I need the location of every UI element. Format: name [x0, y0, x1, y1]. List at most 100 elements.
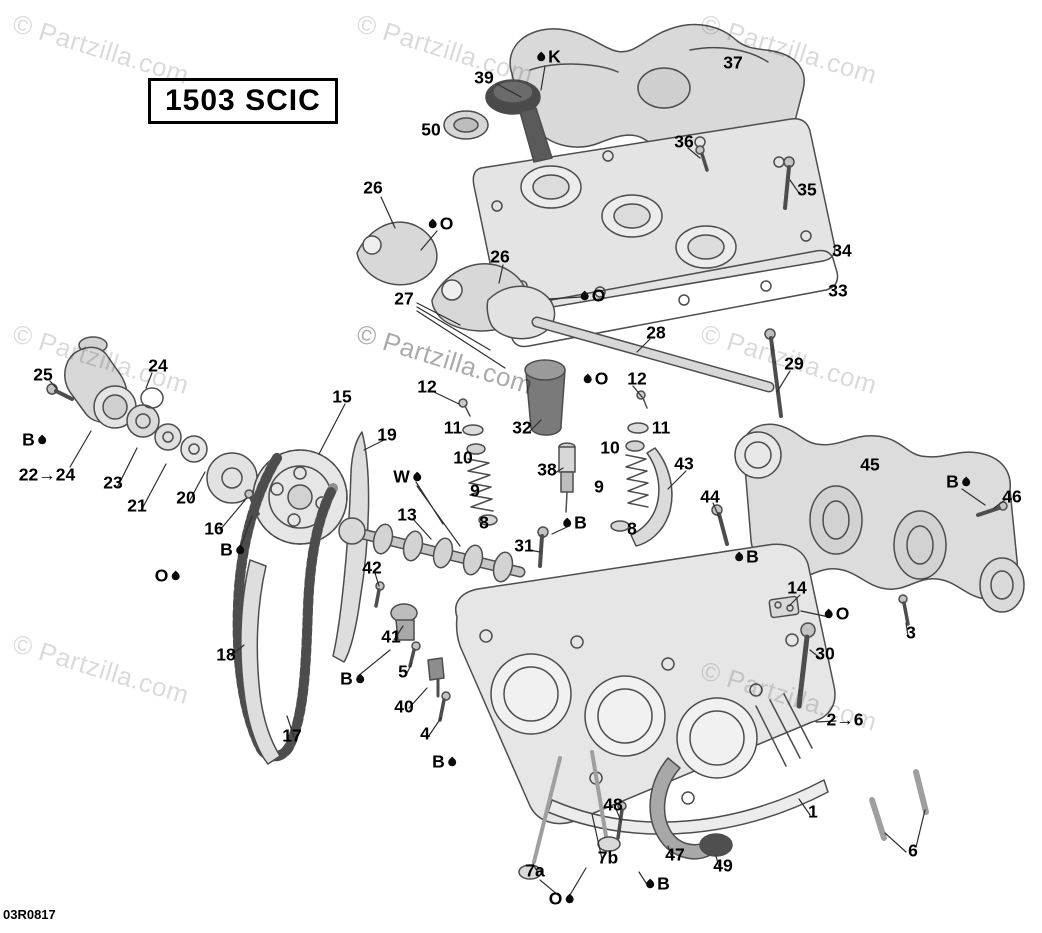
part-number: 39 [474, 67, 494, 88]
part-number: 6 [908, 840, 918, 861]
part-number: 33 [828, 280, 848, 301]
part-callout-b: B [220, 541, 246, 559]
part-number: 24 [148, 355, 168, 376]
part-number: B [946, 471, 959, 492]
part-callout-o: O [154, 565, 181, 586]
cylinder-head-illustration [455, 543, 836, 835]
studs-6-illustration [869, 769, 929, 841]
part-number: 44 [700, 486, 720, 507]
lubricant-drop-icon [644, 878, 656, 890]
part-callout-w: W [393, 468, 423, 486]
valve-cover-illustration [472, 118, 836, 315]
part-callout-26: 26 [363, 179, 382, 197]
part-number: O [594, 368, 609, 389]
lubricant-drop-icon [169, 570, 181, 582]
part-callout-10: 10 [453, 449, 472, 467]
part-callout-8: 8 [627, 520, 637, 538]
rocker-shaft-illustration [531, 316, 775, 393]
part-number: 18 [216, 644, 236, 665]
part-callout-15: 15 [332, 388, 351, 406]
part-callout-44: 44 [700, 488, 719, 506]
part-number: 2→6 [826, 709, 864, 730]
part-number: 17 [282, 725, 302, 746]
part-callout-45: 45 [860, 456, 879, 474]
part-number: 42 [362, 557, 382, 578]
part-callout-46: 46 [1002, 488, 1021, 506]
part-callout-12: 12 [417, 378, 436, 396]
part-callout-39: 39 [474, 69, 493, 87]
part-number: 28 [646, 322, 666, 343]
part-number: 48 [603, 794, 623, 815]
diagram-code: 03R0817 [3, 907, 56, 922]
part-callout-42: 42 [362, 559, 381, 577]
part-callout-o: O [579, 287, 605, 305]
part-callout-10: 10 [600, 439, 619, 457]
engine-cover-illustration [509, 23, 805, 153]
part-number: O [154, 565, 169, 586]
water-pump-illustration [64, 336, 208, 463]
part-number: 21 [127, 495, 147, 516]
part-number: B [22, 429, 35, 450]
part-number: 4 [420, 723, 430, 744]
part-callout-2-6: 2→6 [827, 711, 864, 729]
part-number: 26 [490, 246, 510, 267]
part-number: B [432, 751, 445, 772]
part-callout-29: 29 [784, 355, 803, 373]
part-number: B [574, 512, 587, 533]
part-callout-4: 4 [420, 725, 430, 743]
part-callout-o: O [427, 213, 454, 234]
part-callout-k: K [535, 46, 561, 67]
part-callout-13: 13 [397, 506, 416, 524]
part-callout-b: B [733, 548, 759, 566]
lubricant-drop-icon [411, 471, 423, 483]
part-callout-o: O [823, 605, 849, 623]
lubricant-drop-icon [823, 608, 835, 620]
spark-plug-illustration [558, 442, 576, 513]
part-number: 16 [204, 518, 224, 539]
part-number: 9 [594, 476, 604, 497]
part-callout-41: 41 [381, 628, 400, 646]
part-number: 8 [479, 512, 489, 533]
lubricant-drop-icon [427, 218, 439, 230]
part-callout-30: 30 [815, 645, 834, 663]
part-callout-8: 8 [479, 514, 489, 532]
lubricant-drop-icon [579, 290, 591, 302]
part-callout-b: B [340, 670, 366, 688]
part-number: 15 [332, 386, 352, 407]
lubricant-drop-icon [582, 373, 594, 385]
part-number: 20 [176, 487, 196, 508]
lubricant-drop-icon [960, 476, 972, 488]
part-number: 7a [525, 860, 545, 881]
part-callout-48: 48 [603, 796, 622, 814]
part-number: 3 [906, 622, 916, 643]
part-callout-7b: 7b [598, 849, 618, 867]
part-callout-7a: 7a [525, 862, 544, 880]
part-callout-28: 28 [646, 324, 665, 342]
part-number: 31 [514, 535, 534, 556]
part-number: 46 [1002, 486, 1022, 507]
part-number: 13 [397, 504, 417, 525]
part-number: 22→24 [18, 464, 76, 485]
part-callout-9: 9 [470, 482, 480, 500]
part-number: 23 [103, 472, 123, 493]
bolt-35-illustration [783, 156, 795, 210]
part-callout-25: 25 [33, 366, 52, 384]
part-callout-6: 6 [908, 842, 918, 860]
bolt-3-illustration [898, 594, 910, 626]
part-number: O [439, 213, 454, 234]
part-number: 34 [832, 240, 852, 261]
part-callout-12: 12 [627, 370, 646, 388]
part-number: 30 [815, 643, 835, 664]
valve-lifter-illustration [524, 359, 566, 436]
part-callout-27: 27 [394, 290, 413, 308]
part-number: 12 [627, 368, 647, 389]
part-number: 45 [860, 454, 880, 475]
part-callout-9: 9 [594, 478, 604, 496]
part-number: K [548, 46, 561, 67]
part-callout-43: 43 [674, 455, 693, 473]
part-callout-17: 17 [282, 727, 301, 745]
bolt-48-illustration [616, 801, 627, 840]
part-number: 43 [674, 453, 694, 474]
bolt-36-illustration [695, 145, 709, 172]
sensors-illustration [374, 581, 451, 722]
